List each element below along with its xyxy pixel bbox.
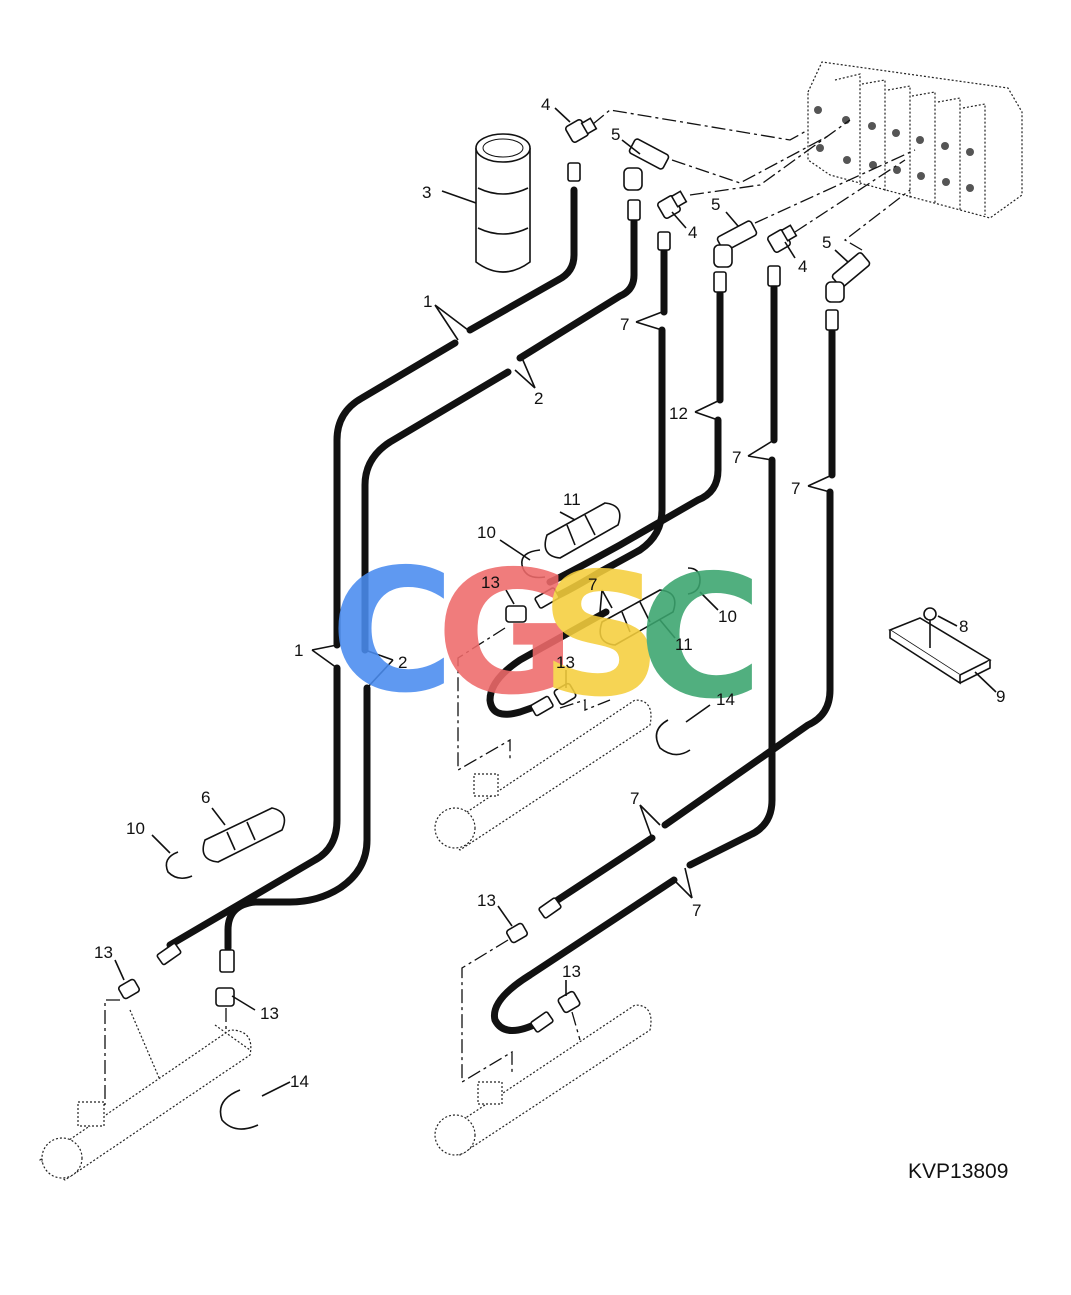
hydraulic-hoses [166,186,836,1034]
callout-7: 7 [791,479,800,498]
watermark: C G S C [330,533,763,737]
callout-5: 5 [611,125,620,144]
control-valve-block [807,61,1023,219]
callout-4: 4 [798,257,807,276]
protective-sleeve-3 [475,133,531,273]
callout-14: 14 [290,1072,309,1091]
callout-13: 13 [562,962,581,981]
leader-lines [114,107,997,1097]
adapters-13 [118,605,581,1014]
callout-2: 2 [398,653,407,672]
callout-1: 1 [423,292,432,311]
adapter-13d [215,987,235,1007]
callout-labels: 4 5 3 4 5 4 5 1 2 7 12 7 7 11 10 13 7 10… [94,95,1005,1091]
callout-8: 8 [959,617,968,636]
adapter-13c [118,978,140,1000]
callout-14: 14 [716,690,735,709]
elbow-fitting-5b [713,220,758,293]
clamp-10c [165,851,193,880]
protective-sleeve-6 [202,807,286,863]
callout-13: 13 [481,573,500,592]
hydraulic-cylinder-right [434,1004,652,1156]
elbow-fitting-4c [767,224,798,287]
callout-13: 13 [94,943,113,962]
callout-13: 13 [477,891,496,910]
clamp-10b [687,567,701,595]
elbow-fitting-4b [657,190,688,251]
callout-5: 5 [711,195,720,214]
band-clamps-14 [219,719,691,1130]
elbow-fitting-5c [825,252,871,331]
protective-sleeve-11a [544,502,621,559]
hose-end-fitting-f [530,1011,554,1033]
band-clamp-14a [655,719,691,756]
watermark-letter-2: G [436,535,576,733]
callout-4: 4 [541,95,550,114]
drawing-code: KVP13809 [908,1160,1008,1183]
hydraulic-cylinder-mid [434,699,652,851]
callout-10: 10 [126,819,145,838]
plate-9 [888,617,992,685]
callout-9: 9 [996,687,1005,706]
callout-7: 7 [732,448,741,467]
callout-12: 12 [669,404,688,423]
band-clamp-14b [219,1089,259,1130]
adapter-13a [505,605,527,623]
hose-end-fitting-d [219,949,235,973]
callout-7: 7 [588,575,597,594]
elbow-fitting-5a [623,138,670,221]
hose-end-fitting-a [534,587,560,609]
hose-end-fitting-e [538,897,562,919]
adapter-13e [506,922,528,944]
callout-13: 13 [556,653,575,672]
clamp-10a [521,549,546,579]
callout-3: 3 [422,183,431,202]
watermark-letter-1: C [330,533,455,731]
callout-7: 7 [630,789,639,808]
callout-5: 5 [822,233,831,252]
cylinder-connection-lines [104,627,611,1105]
watermark-letter-3: S [540,537,662,735]
bolt-8 [923,607,937,648]
callout-7: 7 [620,315,629,334]
hydraulic-cylinder-left [38,1009,252,1181]
callout-11: 11 [675,635,693,654]
elbow-fitting-4a [565,117,598,182]
callout-2: 2 [534,389,543,408]
connection-lines [592,109,916,251]
callout-11: 11 [563,490,581,509]
callout-10: 10 [718,607,737,626]
clamps-10 [165,549,701,880]
protective-sleeve-11b [599,589,676,646]
hose-end-fitting-c [156,942,182,966]
hose-end-fitting-b [530,695,554,717]
callout-4: 4 [688,223,697,242]
callout-10: 10 [477,523,496,542]
watermark-letter-4: C [638,539,763,737]
hose-fittings [156,117,871,1033]
callout-7: 7 [692,901,701,920]
callout-6: 6 [201,788,210,807]
adapter-13b [553,682,577,706]
adapter-13f [557,990,581,1014]
callout-13: 13 [260,1004,279,1023]
callout-1: 1 [294,641,303,660]
